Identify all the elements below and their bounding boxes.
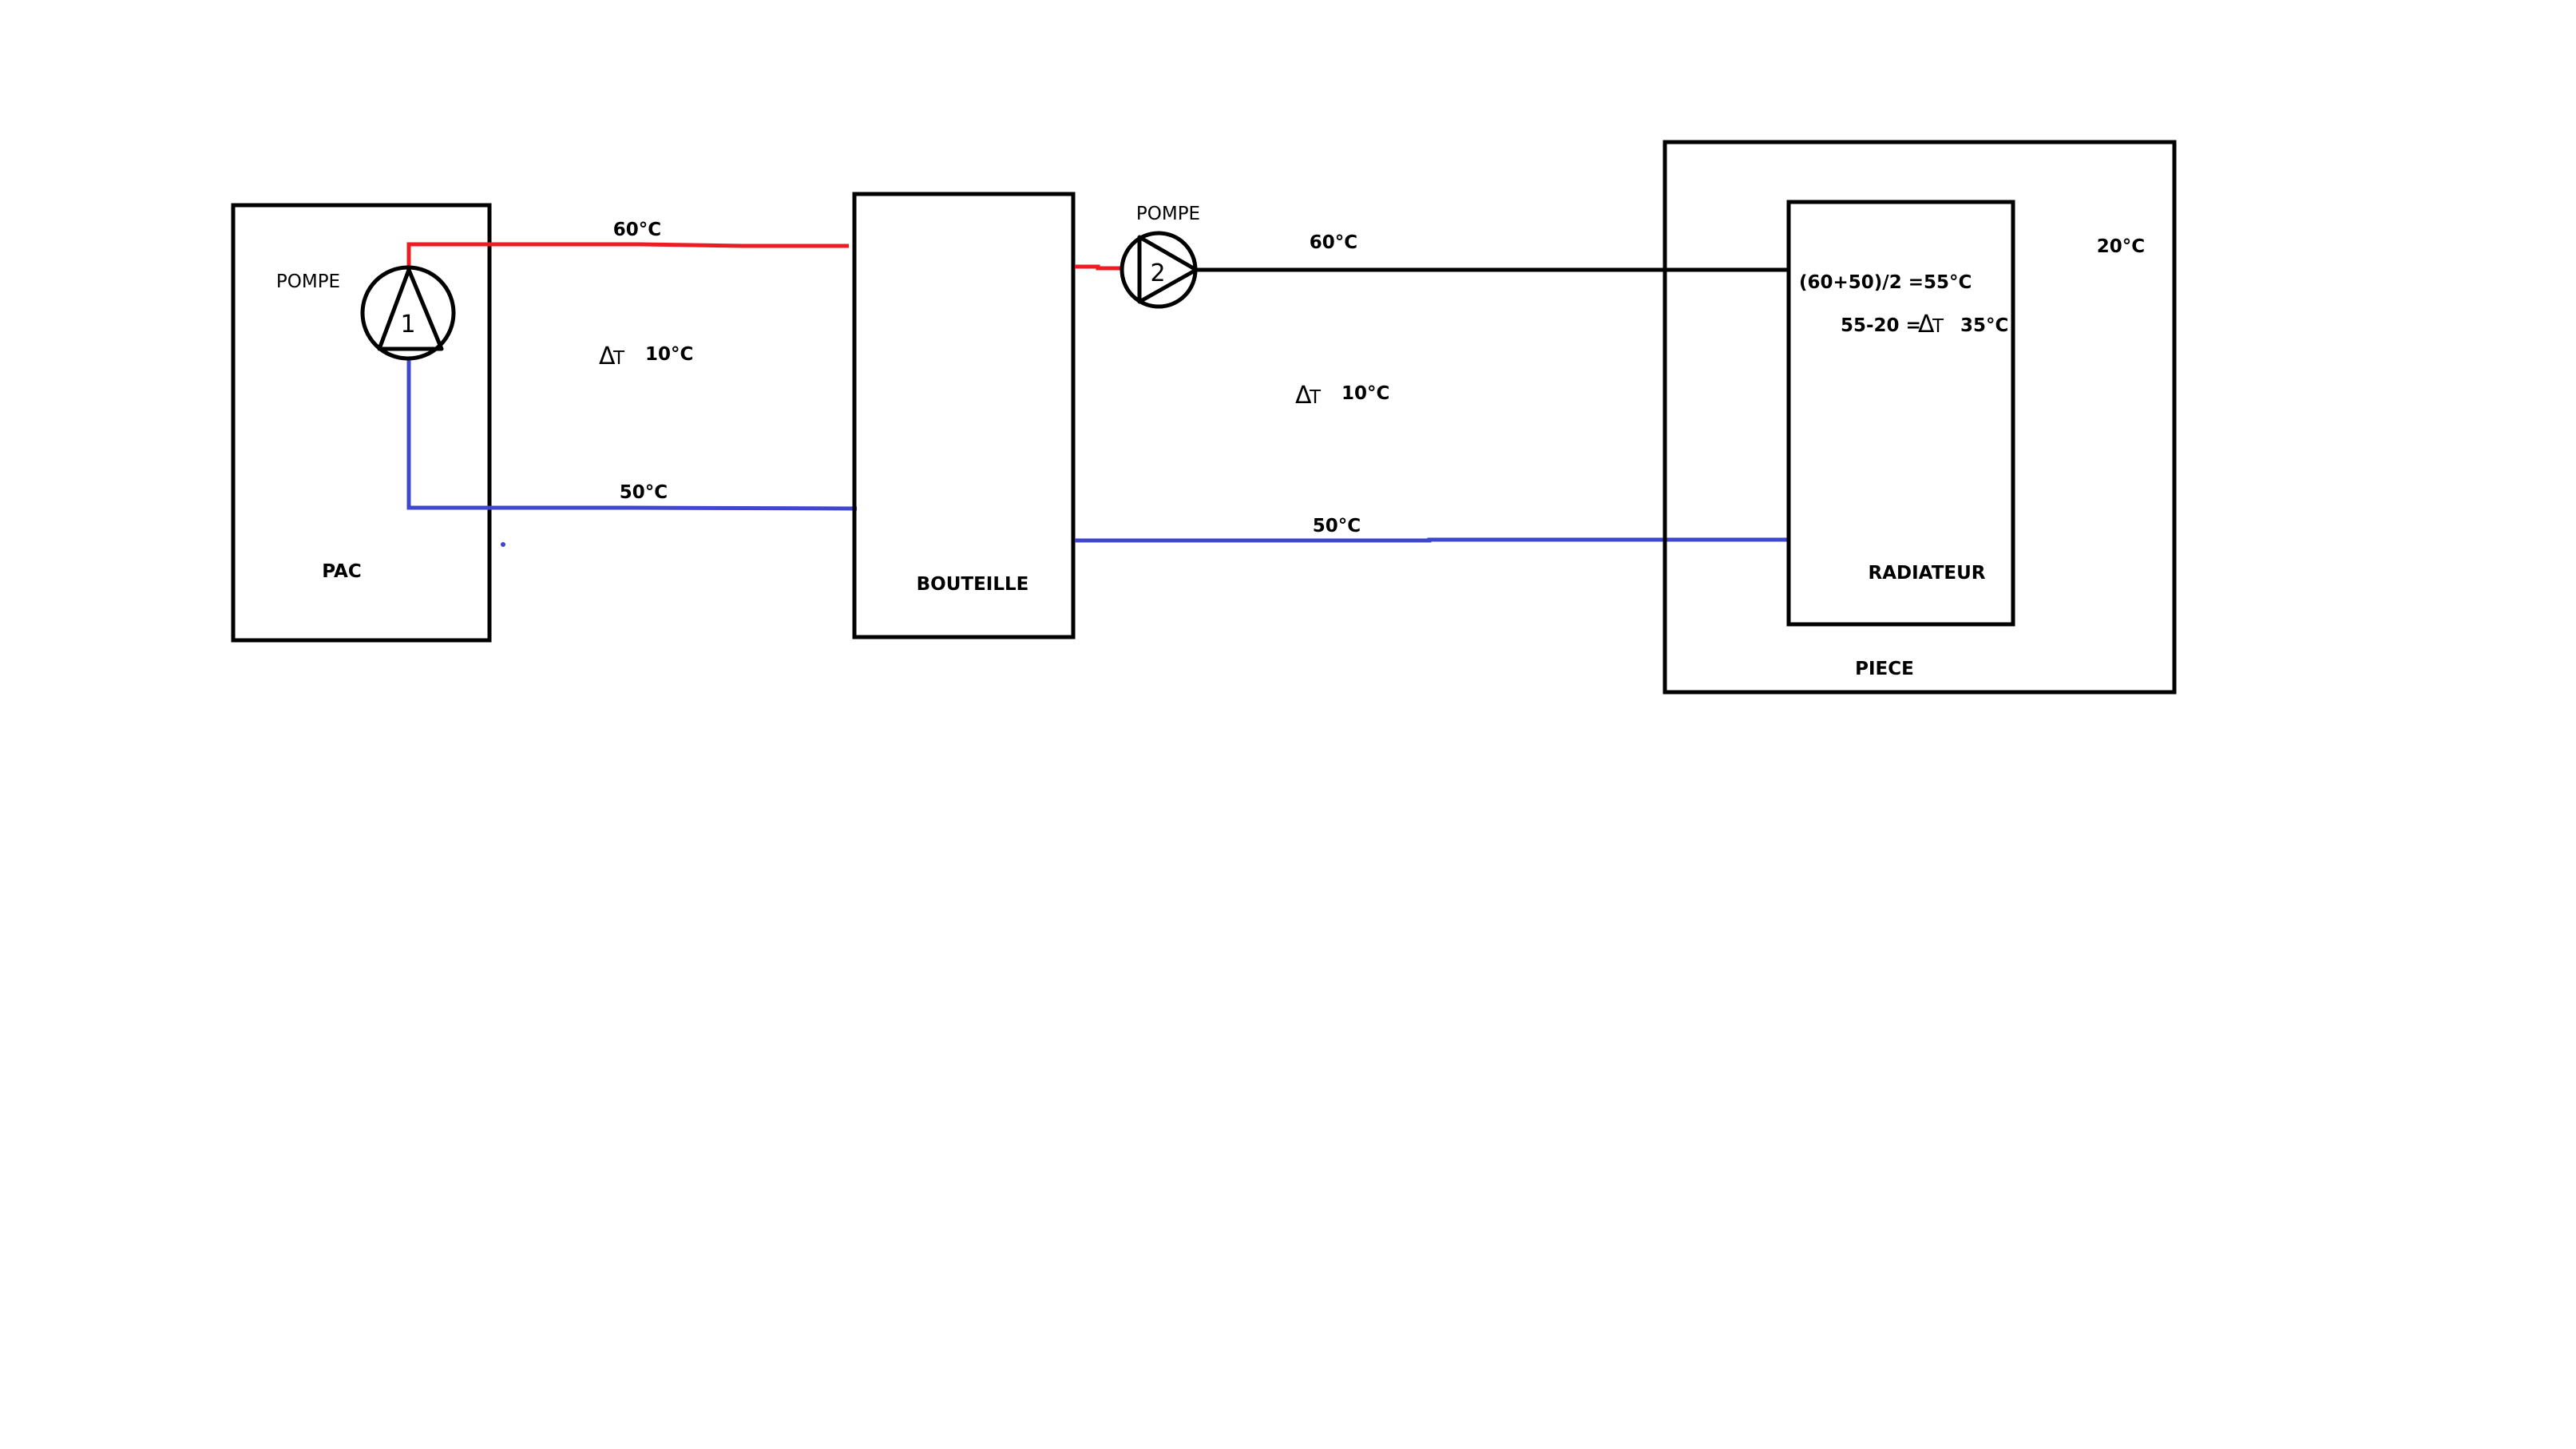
primary-return-temp: 50°C xyxy=(620,482,668,503)
radiateur-box xyxy=(1786,200,2015,627)
pump1-icon: 1 xyxy=(360,265,456,361)
pac-box xyxy=(231,203,492,643)
primary-delta-letter: T xyxy=(612,348,625,369)
bouteille-box xyxy=(852,192,1076,639)
secondary-hot-stub xyxy=(1075,264,1121,271)
radiator-delta-letter: T xyxy=(1932,316,1944,337)
radiateur-unit: RADIATEUR (60+50)/2 =55°C 55-20 = Δ T 35… xyxy=(1786,200,2015,627)
primary-supply-pipe xyxy=(406,242,849,271)
primary-supply-temp: 60°C xyxy=(613,220,661,240)
bouteille-unit: BOUTEILLE xyxy=(852,192,1076,639)
pump2-icon: 2 xyxy=(1120,231,1199,309)
radiateur-label: RADIATEUR xyxy=(1869,563,1986,584)
delta-icon: Δ xyxy=(1918,311,1935,338)
delta-icon: Δ xyxy=(1295,382,1312,410)
primary-delta-value: 10°C xyxy=(645,344,693,365)
secondary-delta-t: Δ T 10°C xyxy=(1295,382,1389,410)
primary-delta-t: Δ T 10°C xyxy=(599,342,693,370)
pac-label: PAC xyxy=(322,561,361,582)
primary-return-pipe xyxy=(406,359,858,511)
pump2-label: POMPE xyxy=(1136,204,1200,224)
bouteille-label: BOUTEILLE xyxy=(917,574,1029,595)
delta-icon: Δ xyxy=(599,342,616,370)
pac-unit: PAC POMPE xyxy=(231,203,492,643)
pump1-number: 1 xyxy=(400,311,415,338)
piece-box xyxy=(1663,140,2177,695)
radiator-delta-prefix: 55-20 = xyxy=(1841,315,1921,336)
radiator-delta-value: 35°C xyxy=(1960,315,2008,336)
pump1-label: POMPE xyxy=(276,271,340,292)
radiator-delta-t: 55-20 = Δ T 35°C xyxy=(1841,311,2008,338)
stray-dot xyxy=(501,542,505,547)
room-temperature: 20°C xyxy=(2097,236,2145,257)
piece-label: PIECE xyxy=(1855,659,1914,679)
secondary-return-temp: 50°C xyxy=(1313,516,1361,536)
pump2-number: 2 xyxy=(1150,259,1165,287)
secondary-delta-value: 10°C xyxy=(1342,383,1389,404)
secondary-supply-temp: 60°C xyxy=(1310,232,1357,253)
secondary-delta-letter: T xyxy=(1309,387,1322,408)
piece-room: PIECE 20°C xyxy=(1663,140,2177,695)
mean-temp-formula: (60+50)/2 =55°C xyxy=(1799,272,1972,293)
